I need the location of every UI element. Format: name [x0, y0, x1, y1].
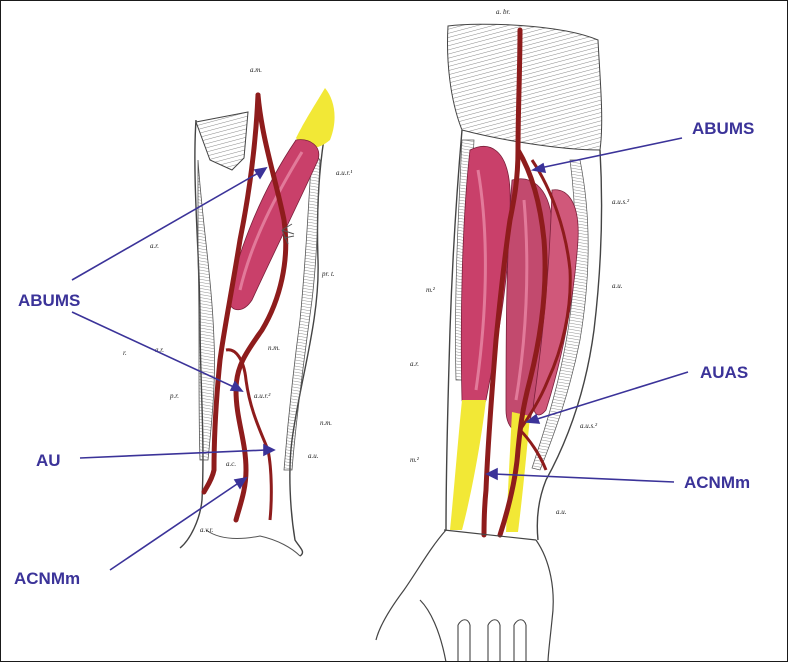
right-label-ar: a.r.	[410, 360, 419, 368]
right-upper-arm-hatch	[447, 23, 603, 151]
left-label-r: r.	[123, 349, 127, 357]
arrowhead-abums-left-lower	[229, 380, 244, 392]
right-tendon-1	[450, 400, 486, 530]
left-label-ac: a.c.	[226, 460, 236, 468]
left-label-nm: n.m.	[268, 344, 280, 352]
callout-abums-left: ABUMS	[18, 291, 80, 310]
callout-abums-right: ABUMS	[692, 119, 754, 138]
callout-acnmm-left: ACNMm	[14, 569, 80, 588]
right-label-aus2: a.u.s.²	[580, 422, 598, 430]
left-small-vessels	[281, 223, 295, 245]
left-lateral-muscle-hatch	[197, 159, 215, 461]
left-tendon	[296, 88, 335, 148]
right-label-m2: m.²	[410, 456, 420, 464]
arrowhead-auas	[524, 413, 541, 424]
left-label-nm-lower: n.m.	[320, 419, 332, 427]
arrowhead-acnmm-right	[485, 467, 498, 481]
left-label-aur2: a.u.r.²	[254, 392, 271, 400]
left-label-avr: a.v.r.	[200, 526, 214, 534]
right-label-abr: a. br.	[496, 8, 510, 16]
right-artery-low	[518, 428, 548, 471]
pointer-acnmm-right	[493, 473, 675, 483]
left-medial-muscle-hatch	[283, 148, 321, 471]
right-forearm: a. br. a.u.s.² m.² a.u. a.r. a.u.s.² m.²…	[375, 8, 630, 662]
left-artery-ulnar	[233, 92, 289, 523]
left-label-aur: a.u.r.¹	[336, 169, 352, 177]
arrowhead-acnmm-left	[233, 476, 248, 490]
arrowhead-au	[263, 443, 276, 457]
pointer-abums-left-lower	[71, 311, 237, 389]
left-artery-branch	[225, 348, 273, 521]
right-finger-caps	[457, 619, 527, 626]
arrowhead-abums-right	[530, 162, 547, 173]
left-label-prt: pr. t.	[321, 270, 335, 278]
right-label-m1: m.²	[426, 286, 436, 294]
left-forearm: a.m. a.u.r.¹ a.r. pr. t. r. a.r. n.m. p.…	[123, 66, 352, 557]
left-label-pr: p.r.	[169, 392, 179, 400]
left-label-am-top: a.m.	[250, 66, 262, 74]
left-label-au: a.u.	[308, 452, 319, 460]
right-artery-brachial	[481, 27, 523, 538]
right-hand-outline	[375, 529, 554, 662]
right-forearm-outline	[445, 129, 603, 541]
pointer-auas	[533, 371, 689, 421]
left-red-muscle	[227, 139, 320, 311]
callout-pointers	[71, 137, 689, 571]
left-red-muscle-highlight	[238, 151, 304, 291]
callout-acnmm-right: ACNMm	[684, 473, 750, 492]
right-artery-branch	[518, 159, 572, 431]
right-red-muscle-highlight	[474, 169, 529, 401]
right-label-au-low: a.u.	[556, 508, 567, 516]
left-label-ar2: a.r.	[155, 346, 164, 354]
left-artery-radial	[201, 92, 261, 495]
right-label-au: a.u.	[612, 282, 623, 290]
arrowhead-abums-left-upper	[253, 166, 268, 180]
callout-auas: AUAS	[700, 363, 748, 382]
right-fingers-outline	[457, 625, 527, 662]
left-hand-outline	[205, 529, 301, 557]
callout-au: AU	[36, 451, 61, 470]
right-wrist-band	[443, 529, 537, 541]
pointer-acnmm-left	[109, 481, 241, 571]
pointer-abums-left-upper	[71, 171, 261, 281]
left-label-ar: a.r.	[150, 242, 159, 250]
right-label-aus: a.u.s.²	[612, 198, 630, 206]
pointer-abums-right	[539, 137, 683, 169]
pointer-au	[79, 449, 267, 459]
left-upper-muscle-hatch	[195, 111, 249, 171]
